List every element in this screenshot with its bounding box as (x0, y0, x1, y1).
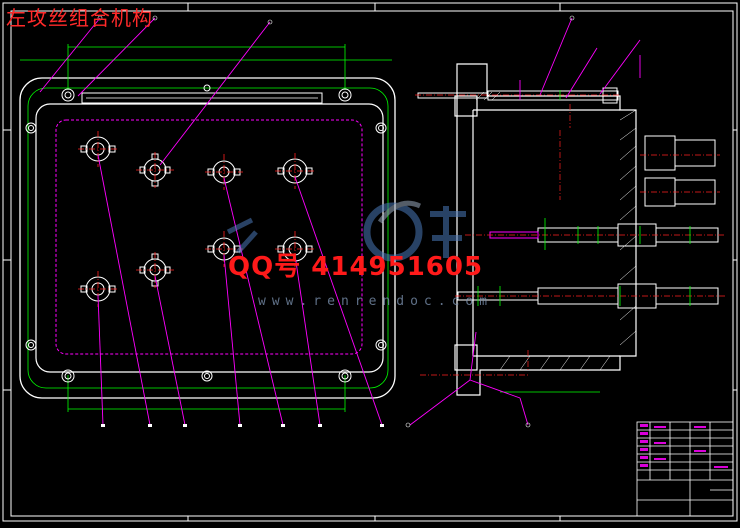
section-view (405, 15, 725, 428)
plate-outer-edge (19, 77, 396, 399)
title-block (636, 421, 734, 517)
section-dimensions (477, 90, 691, 393)
hidden-outline (55, 119, 363, 355)
leader-lines-right (409, 17, 641, 426)
housing-outline (454, 63, 637, 396)
dimension-lines (20, 44, 392, 412)
watermark-qq: QQ号 414951605 (228, 252, 484, 282)
drawing-title: 左攻丝组合机构 (6, 6, 153, 30)
watermark-logo (226, 200, 466, 262)
motor-units (640, 135, 720, 207)
top-slot (81, 92, 323, 104)
leader-lines-left (39, 17, 383, 426)
balloon-marks-right (405, 15, 575, 428)
front-view-plate (19, 15, 396, 427)
centerlines-left (78, 131, 315, 307)
sheet-frame (2, 2, 738, 522)
centerlines-right (420, 104, 571, 376)
title-block-fill (640, 424, 728, 468)
watermark-url: www.renrendoc.com (258, 294, 494, 309)
top-rod (415, 87, 620, 104)
corner-bolts (25, 84, 387, 383)
balloon-marks-left (97, 15, 384, 427)
